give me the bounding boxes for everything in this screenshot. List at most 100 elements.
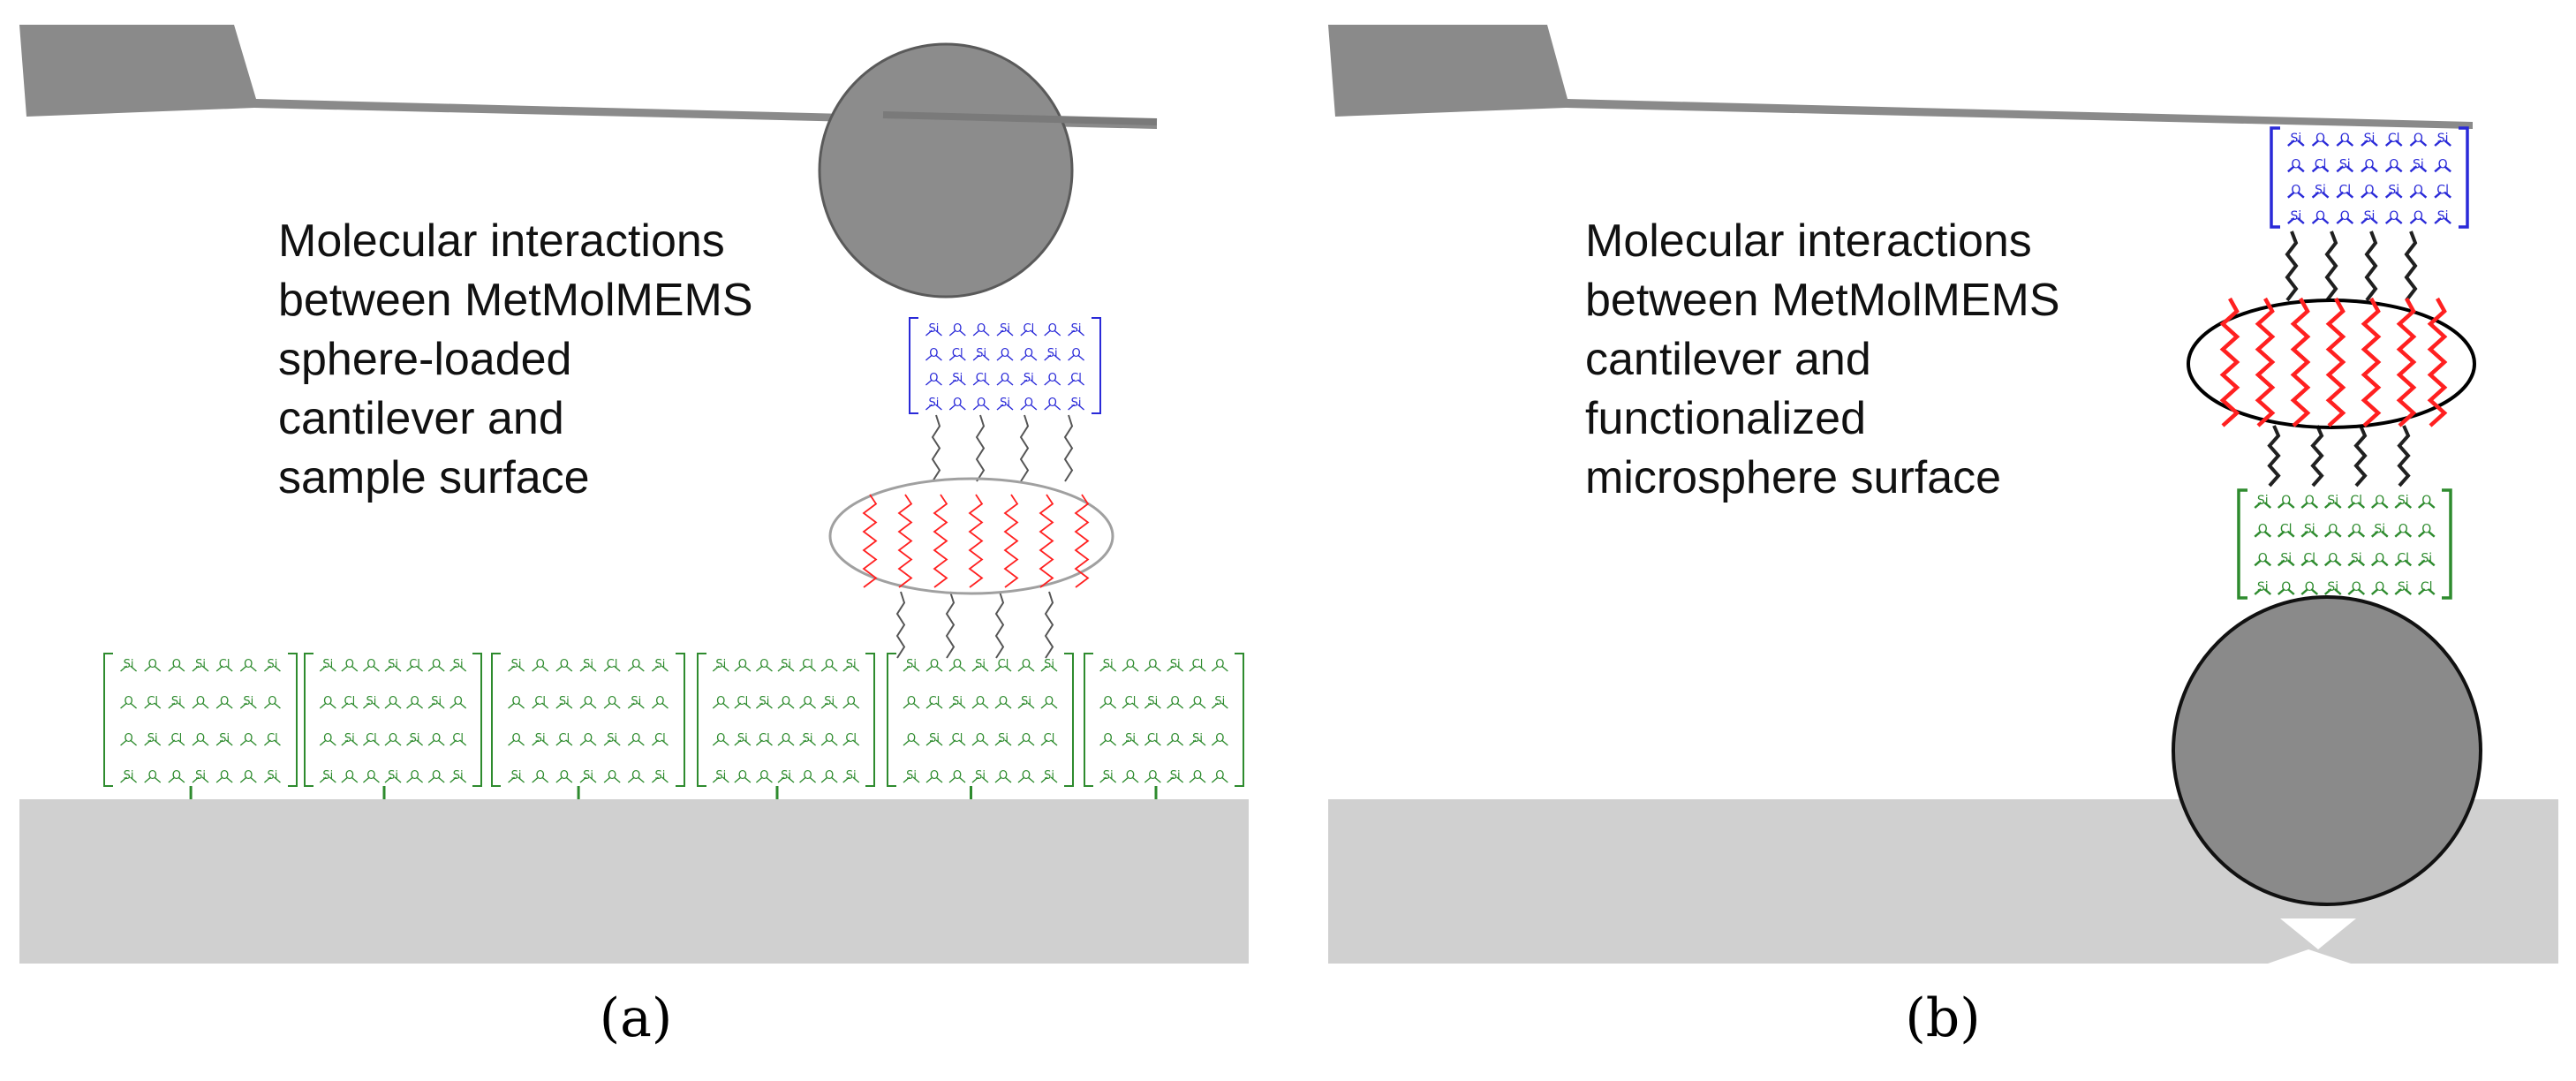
svg-text:O: O <box>323 695 332 708</box>
svg-text:O: O <box>1215 732 1224 745</box>
svg-text:O: O <box>631 769 640 782</box>
description-a-line: between MetMolMEMS <box>278 275 753 326</box>
svg-text:O: O <box>977 397 986 410</box>
svg-text:O: O <box>608 695 616 708</box>
svg-text:O: O <box>716 732 725 745</box>
svg-text:O: O <box>432 769 441 782</box>
svg-text:O: O <box>907 695 916 708</box>
svg-text:Si: Si <box>147 732 158 745</box>
svg-text:O: O <box>1215 658 1224 671</box>
svg-text:Cl: Cl <box>929 695 941 708</box>
svg-text:Cl: Cl <box>1192 658 1204 671</box>
svg-text:Cl: Cl <box>759 732 770 745</box>
panel-label-b: (b) <box>1905 987 1981 1049</box>
svg-text:O: O <box>366 658 375 671</box>
svg-text:O: O <box>1126 658 1135 671</box>
svg-text:O: O <box>244 658 253 671</box>
svg-text:O: O <box>2291 157 2300 171</box>
svg-text:Si: Si <box>267 658 277 671</box>
svg-text:O: O <box>1071 347 1080 360</box>
svg-text:O: O <box>220 769 229 782</box>
svg-text:Cl: Cl <box>1147 732 1159 745</box>
svg-text:Cl: Cl <box>534 695 546 708</box>
svg-text:Si: Si <box>243 695 253 708</box>
svg-text:O: O <box>196 732 205 745</box>
svg-text:Si: Si <box>975 658 986 671</box>
svg-text:O: O <box>536 769 545 782</box>
svg-text:Si: Si <box>1044 658 1054 671</box>
svg-text:O: O <box>1024 397 1033 410</box>
svg-text:Si: Si <box>1024 372 1034 385</box>
svg-text:Si: Si <box>803 732 813 745</box>
svg-text:O: O <box>2315 209 2325 223</box>
svg-text:O: O <box>803 695 812 708</box>
svg-text:O: O <box>1171 695 1180 708</box>
svg-text:Cl: Cl <box>802 658 813 671</box>
svg-text:Cl: Cl <box>952 732 963 745</box>
linker-chains-b <box>2267 231 2418 488</box>
svg-text:Cl: Cl <box>845 732 857 745</box>
svg-text:O: O <box>953 397 962 410</box>
svg-text:Cl: Cl <box>344 695 356 708</box>
svg-text:O: O <box>560 769 569 782</box>
svg-text:O: O <box>389 732 397 745</box>
svg-text:O: O <box>244 769 253 782</box>
svg-text:O: O <box>196 695 205 708</box>
svg-text:O: O <box>1022 658 1031 671</box>
svg-text:O: O <box>2281 494 2291 508</box>
svg-text:O: O <box>511 732 520 745</box>
red-chains-a <box>862 494 1090 588</box>
svg-text:Si: Si <box>846 769 857 782</box>
svg-text:Si: Si <box>737 732 748 745</box>
svg-text:O: O <box>410 769 419 782</box>
svg-text:O: O <box>124 695 132 708</box>
svg-text:O: O <box>584 695 593 708</box>
panel-label-a: (a) <box>599 987 673 1049</box>
svg-text:Cl: Cl <box>147 695 158 708</box>
svg-text:O: O <box>2281 580 2291 594</box>
description-b-line: cantilever and <box>1585 334 1871 385</box>
svg-text:Si: Si <box>1192 732 1203 745</box>
svg-text:O: O <box>323 732 332 745</box>
svg-text:Si: Si <box>715 658 726 671</box>
svg-text:O: O <box>124 732 132 745</box>
svg-text:Si: Si <box>1044 769 1054 782</box>
svg-text:O: O <box>2438 157 2448 171</box>
svg-text:Si: Si <box>906 769 917 782</box>
svg-text:Si: Si <box>928 322 939 336</box>
svg-text:Si: Si <box>1103 769 1114 782</box>
svg-text:Si: Si <box>583 769 593 782</box>
svg-text:O: O <box>825 658 834 671</box>
svg-text:O: O <box>244 732 253 745</box>
description-b: Molecular interactions between MetMolMEM… <box>1585 212 2060 508</box>
svg-text:O: O <box>1148 769 1157 782</box>
svg-text:O: O <box>976 695 985 708</box>
svg-text:O: O <box>976 732 985 745</box>
svg-text:O: O <box>847 695 856 708</box>
svg-text:Si: Si <box>952 695 963 708</box>
svg-text:Si: Si <box>715 769 726 782</box>
svg-text:O: O <box>2375 580 2384 594</box>
svg-text:O: O <box>2305 580 2315 594</box>
description-a: Molecular interactions between MetMolMEM… <box>278 212 753 508</box>
svg-text:Si: Si <box>1125 732 1136 745</box>
svg-text:O: O <box>536 658 545 671</box>
description-b-line: functionalized <box>1585 393 1866 444</box>
svg-text:O: O <box>930 769 939 782</box>
svg-text:Si: Si <box>453 769 464 782</box>
svg-text:O: O <box>1001 347 1009 360</box>
svg-text:Cl: Cl <box>654 732 666 745</box>
svg-text:Si: Si <box>388 769 398 782</box>
svg-text:Cl: Cl <box>366 732 377 745</box>
description-a-line: cantilever and <box>278 393 564 444</box>
svg-text:O: O <box>930 658 939 671</box>
svg-text:Si: Si <box>654 658 665 671</box>
svg-text:O: O <box>2258 523 2268 537</box>
svg-text:Si: Si <box>631 695 641 708</box>
svg-text:O: O <box>1024 347 1033 360</box>
svg-text:O: O <box>2414 209 2423 223</box>
